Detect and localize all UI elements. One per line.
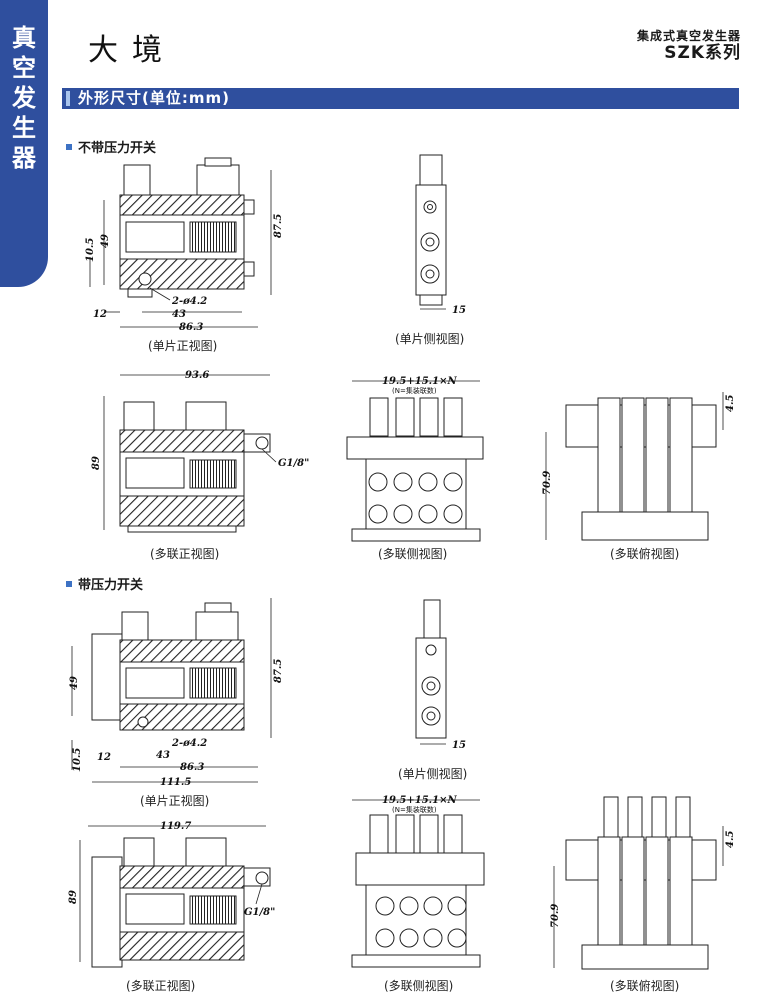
dim-70-9: 70.9 — [550, 904, 561, 928]
multi-front-switch-view-drawing — [91, 837, 271, 968]
caption-single-front: (单片正视图) — [140, 794, 210, 808]
dim-89: 89 — [68, 890, 79, 904]
dim-15: 15 — [452, 740, 466, 751]
dim-10-5: 10.5 — [72, 748, 83, 772]
group-heading-with-switch: 带压力开关 — [66, 574, 143, 593]
single-front-dimensions — [89, 170, 272, 328]
dim-10-5: 10.5 — [85, 238, 96, 262]
sidebar-char: 真 — [12, 24, 36, 52]
dim-86-3: 86.3 — [179, 322, 203, 333]
dim-g18: G1/8" — [278, 458, 309, 469]
caption-multi-front: (多联正视图) — [126, 979, 196, 993]
dim-12: 12 — [93, 309, 107, 320]
caption-single-side: (单片侧视图) — [395, 332, 465, 346]
section-title: 外形尺寸(单位:mm) — [78, 89, 230, 107]
dim-holes: 2-ø4.2 — [171, 738, 207, 749]
caption-multi-top: (多联俯视图) — [610, 547, 680, 561]
multi-front-switch-dimensions — [79, 825, 266, 962]
dim-4-5: 4.5 — [725, 831, 736, 848]
sidebar-tab: 真 空 发 生 器 — [0, 0, 48, 287]
section-bar: 外形尺寸(单位:mm) — [62, 88, 739, 109]
multi-top-switch-view-drawing — [565, 796, 717, 970]
single-front-switch-dimensions — [71, 598, 272, 783]
dim-4-5: 4.5 — [725, 395, 736, 412]
brand-name: 大境 — [88, 33, 176, 68]
single-side-switch-view-drawing — [415, 599, 447, 745]
dim-formula: 19.5+15.1×N — [382, 376, 457, 387]
multi-front-dimensions — [103, 374, 277, 530]
dim-87-5: 87.5 — [273, 214, 284, 238]
dim-formula-note: (N=集装联数) — [392, 386, 437, 395]
series-heading: 集成式真空发生器 SZK系列 — [637, 27, 741, 62]
multi-top-switch-dimensions — [553, 826, 724, 968]
dim-12: 12 — [97, 752, 111, 763]
dim-formula-note: (N=集装联数) — [392, 805, 437, 814]
multi-top-view-drawing — [565, 397, 717, 541]
dim-89: 89 — [91, 456, 102, 470]
dim-formula: 19.5+15.1×N — [382, 795, 457, 806]
single-front-switch-view-drawing — [91, 602, 245, 731]
dim-holes: 2-ø4.2 — [171, 296, 207, 307]
dim-43: 43 — [172, 309, 186, 320]
dim-g18: G1/8" — [244, 907, 275, 918]
sidebar-char: 器 — [12, 144, 36, 172]
dim-119-7: 119.7 — [160, 821, 191, 832]
multi-front-view-drawing — [119, 401, 271, 533]
dim-49: 49 — [100, 234, 111, 248]
dim-15: 15 — [452, 305, 466, 316]
multi-side-view-drawing — [346, 397, 484, 542]
dim-86-3: 86.3 — [180, 762, 204, 773]
dim-49: 49 — [69, 676, 80, 690]
series-subtitle: 集成式真空发生器 — [636, 29, 741, 43]
multi-top-dimensions — [545, 392, 724, 540]
caption-multi-side: (多联侧视图) — [384, 979, 454, 993]
caption-multi-top: (多联俯视图) — [610, 979, 680, 993]
caption-multi-front: (多联正视图) — [150, 547, 220, 561]
bullet-square-icon — [66, 144, 72, 150]
sidebar-char: 空 — [12, 54, 36, 82]
dim-93-6: 93.6 — [185, 370, 209, 381]
multi-side-switch-view-drawing — [351, 814, 485, 968]
dim-87-5: 87.5 — [273, 659, 284, 683]
caption-multi-side: (多联侧视图) — [378, 547, 448, 561]
caption-single-front: (单片正视图) — [148, 339, 218, 353]
section-marker — [66, 91, 70, 106]
dim-43: 43 — [156, 750, 170, 761]
single-front-view-drawing — [119, 157, 255, 298]
caption-single-side: (单片侧视图) — [398, 767, 468, 781]
dim-70-9: 70.9 — [542, 471, 553, 495]
group-heading-no-switch: 不带压力开关 — [66, 137, 156, 156]
series-title: SZK系列 — [664, 43, 741, 63]
sidebar-char: 发 — [12, 84, 36, 112]
bullet-square-icon — [66, 581, 72, 587]
sidebar-char: 生 — [12, 114, 36, 142]
single-side-view-drawing — [415, 154, 447, 310]
dim-111-5: 111.5 — [160, 777, 191, 788]
